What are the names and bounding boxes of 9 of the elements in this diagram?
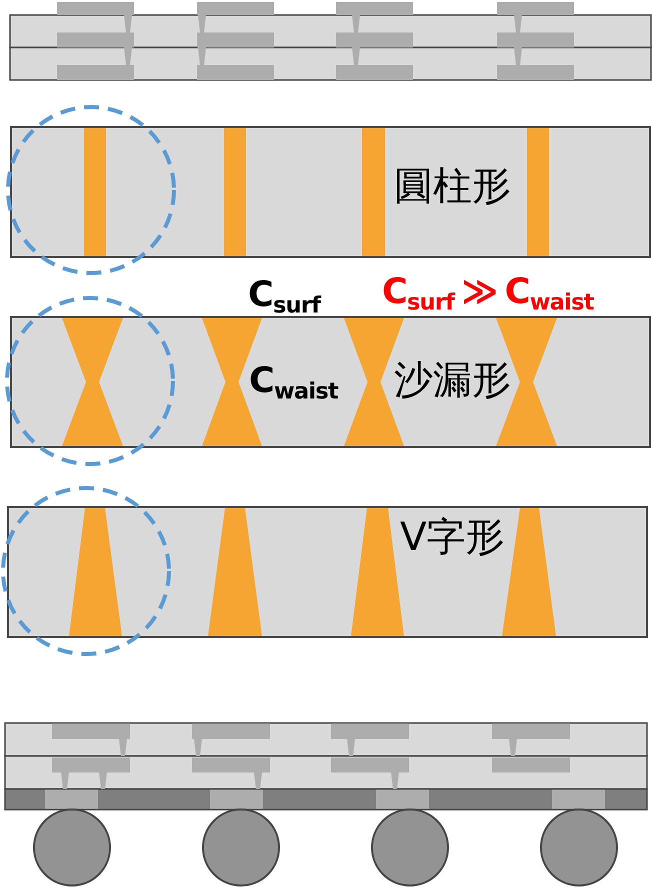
board-cross-section — [10, 316, 651, 448]
shape-name-label: V字形 — [400, 518, 505, 557]
dashed-circle — [4, 296, 174, 466]
shape-name-label: 沙漏形 — [394, 361, 511, 400]
symbol-label: C$_{waist}$ — [249, 364, 338, 399]
symbol-label: C$_{surf}$ ≫ C$_{waist}$ — [382, 275, 594, 310]
symbol-label: C$_{surf}$ — [248, 278, 320, 313]
board-cross-section — [7, 506, 648, 638]
dashed-circle — [1, 486, 171, 656]
